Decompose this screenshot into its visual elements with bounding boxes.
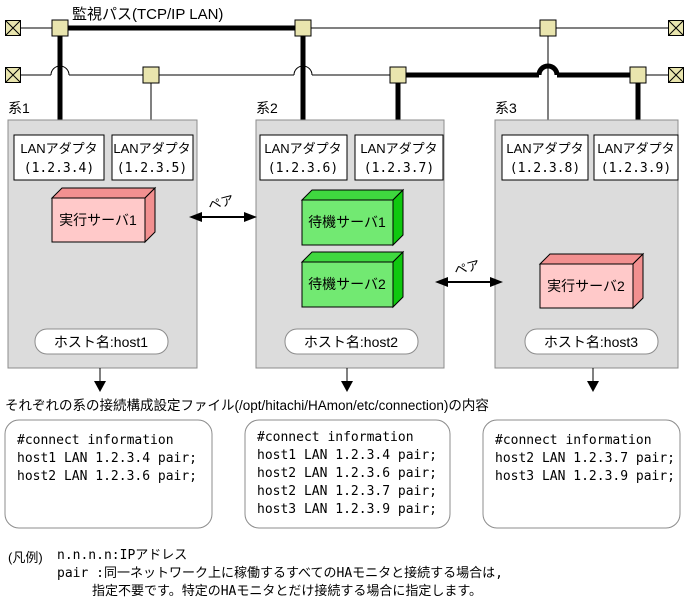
down-arrowhead-icon: [341, 381, 353, 392]
server-box-top: [538, 253, 645, 265]
lan-adapter-box: [593, 134, 679, 181]
server-box-top: [300, 189, 405, 201]
host-name-label: ホスト名:host3: [544, 334, 638, 350]
legend-line: 指定不要です。特定のHAモニタとだけ接続する場合に指定します。: [92, 583, 482, 599]
config-line: #connect information: [495, 433, 652, 448]
system-1-group: 系1 LANアダプタ (1.2.3.4) LANアダプタ (1.2.3.5) 実…: [7, 100, 198, 369]
config-box-outline: [4, 419, 213, 529]
server-box-side: [392, 188, 404, 247]
server-box-top: [300, 251, 405, 263]
config-box-2: #connect information host1 LAN 1.2.3.4 p…: [244, 419, 451, 529]
down-arrowhead-icon: [587, 381, 599, 392]
arrowhead-right-icon: [490, 277, 503, 287]
config-line: host2 LAN 1.2.3.6 pair;: [17, 469, 197, 484]
lan-adapter-ip: (1.2.3.5): [117, 161, 187, 176]
system-2-label: 系2: [256, 100, 278, 116]
host-name-pill: [524, 328, 659, 355]
host-name-pill: [34, 328, 169, 355]
drop-lines: [57, 28, 641, 135]
legend-title: (凡例): [8, 550, 43, 565]
monitor-bus-1: [5, 19, 684, 37]
bus1-tap-sys2: [294, 19, 312, 37]
arrowhead-left-icon: [435, 277, 448, 287]
terminator-x-icon: [5, 67, 21, 83]
config-line: #connect information: [257, 430, 414, 445]
bus2-hop-over-sys1: [50, 65, 70, 76]
standby-server-1-box: [301, 199, 394, 246]
host-name-label: ホスト名:host1: [54, 334, 148, 350]
standby-server-2-box: [301, 261, 394, 308]
lan-adapter-name: LANアダプタ: [597, 141, 674, 156]
config-line: host1 LAN 1.2.3.4 pair;: [17, 451, 197, 466]
config-line: host3 LAN 1.2.3.9 pair;: [257, 502, 437, 517]
down-arrowhead-icon: [94, 381, 106, 392]
bus-title: 監視パス(TCP/IP LAN): [72, 6, 223, 23]
config-box-outline: [482, 419, 681, 529]
config-line: host3 LAN 1.2.3.9 pair;: [495, 469, 675, 484]
standby-server-2-label: 待機サーバ2: [308, 276, 386, 292]
exec-server-1-label: 実行サーバ1: [59, 212, 137, 228]
pair-arrow-2: ペア: [435, 257, 503, 287]
server-box-side: [392, 250, 404, 309]
terminator-x-icon: [668, 67, 684, 83]
lan-adapter-box: [354, 134, 444, 181]
lan-adapter-ip: (1.2.3.8): [510, 161, 580, 176]
config-pointer-arrows: [94, 368, 599, 392]
system-3-group: 系3 LANアダプタ (1.2.3.8) LANアダプタ (1.2.3.9) 実…: [494, 100, 679, 369]
config-line: host1 LAN 1.2.3.4 pair;: [257, 448, 437, 463]
standby-server-1-label: 待機サーバ1: [308, 214, 386, 230]
config-line: host2 LAN 1.2.3.6 pair;: [257, 466, 437, 481]
system-3-label: 系3: [495, 100, 517, 116]
bus1-tap-sys3: [539, 19, 557, 37]
server-box-side: [144, 186, 156, 244]
system-1-label: 系1: [8, 100, 30, 116]
bus2-tap-sys3: [629, 66, 647, 84]
lan-adapter-box: [501, 134, 589, 181]
legend-line: n.n.n.n:IPアドレス: [57, 548, 187, 563]
terminator-x-icon: [5, 20, 21, 36]
config-line: host2 LAN 1.2.3.7 pair;: [495, 451, 675, 466]
lan-adapter-ip: (1.2.3.4): [24, 161, 94, 176]
config-heading: それぞれの系の接続構成設定ファイル(/opt/hitachi/HAmon/etc…: [5, 397, 489, 413]
pair-label: ペア: [206, 192, 235, 213]
config-box-outline: [244, 419, 451, 529]
config-box-3: #connect information host2 LAN 1.2.3.7 p…: [482, 419, 681, 529]
lan-adapter-name: LANアダプタ: [360, 141, 437, 156]
lan-adapter-box: [259, 134, 348, 181]
system-2-group: 系2 LANアダプタ (1.2.3.6) LANアダプタ (1.2.3.7) 待…: [255, 100, 445, 369]
server-box-side: [632, 252, 644, 310]
lan-adapter-box: [13, 134, 105, 181]
arrowhead-left-icon: [189, 212, 202, 222]
lan-adapter-name: LANアダプタ: [113, 141, 190, 156]
lan-adapter-name: LANアダプタ: [264, 141, 341, 156]
legend: (凡例) n.n.n.n:IPアドレス pair :同一ネットワーク上に稼働する…: [8, 548, 503, 599]
lan-adapter-box: [111, 134, 194, 181]
lan-adapter-ip: (1.2.3.7): [364, 161, 434, 176]
host-name-label: ホスト名:host2: [304, 334, 398, 350]
config-line: host2 LAN 1.2.3.7 pair;: [257, 484, 437, 499]
exec-server-1-box: [51, 197, 146, 243]
bus2-tap-sys2: [389, 66, 407, 84]
lan-adapter-ip: (1.2.3.6): [268, 161, 338, 176]
bus1-tap-sys1: [51, 19, 69, 37]
bus2-hop-over-sys3-drop: [536, 63, 560, 76]
arrowhead-right-icon: [244, 212, 257, 222]
bus2-tap-sys1: [142, 66, 160, 84]
config-line: #connect information: [17, 433, 174, 448]
lan-adapter-name: LANアダプタ: [20, 141, 97, 156]
lan-adapter-ip: (1.2.3.9): [601, 161, 671, 176]
host-name-pill: [284, 328, 419, 355]
terminator-x-icon: [668, 20, 684, 36]
bus2-hop-over-sys2: [293, 65, 313, 76]
monitor-bus-2: [5, 63, 684, 84]
config-box-1: #connect information host1 LAN 1.2.3.4 p…: [4, 419, 213, 529]
pair-arrow-1: ペア: [189, 192, 257, 222]
pair-label: ペア: [452, 257, 481, 278]
legend-line: pair :同一ネットワーク上に稼働するすべてのHAモニタと接続する場合は,: [57, 565, 503, 581]
exec-server-2-label: 実行サーバ2: [547, 278, 625, 294]
exec-server-2-box: [539, 263, 634, 309]
server-box-top: [50, 187, 157, 199]
lan-adapter-name: LANアダプタ: [506, 141, 583, 156]
